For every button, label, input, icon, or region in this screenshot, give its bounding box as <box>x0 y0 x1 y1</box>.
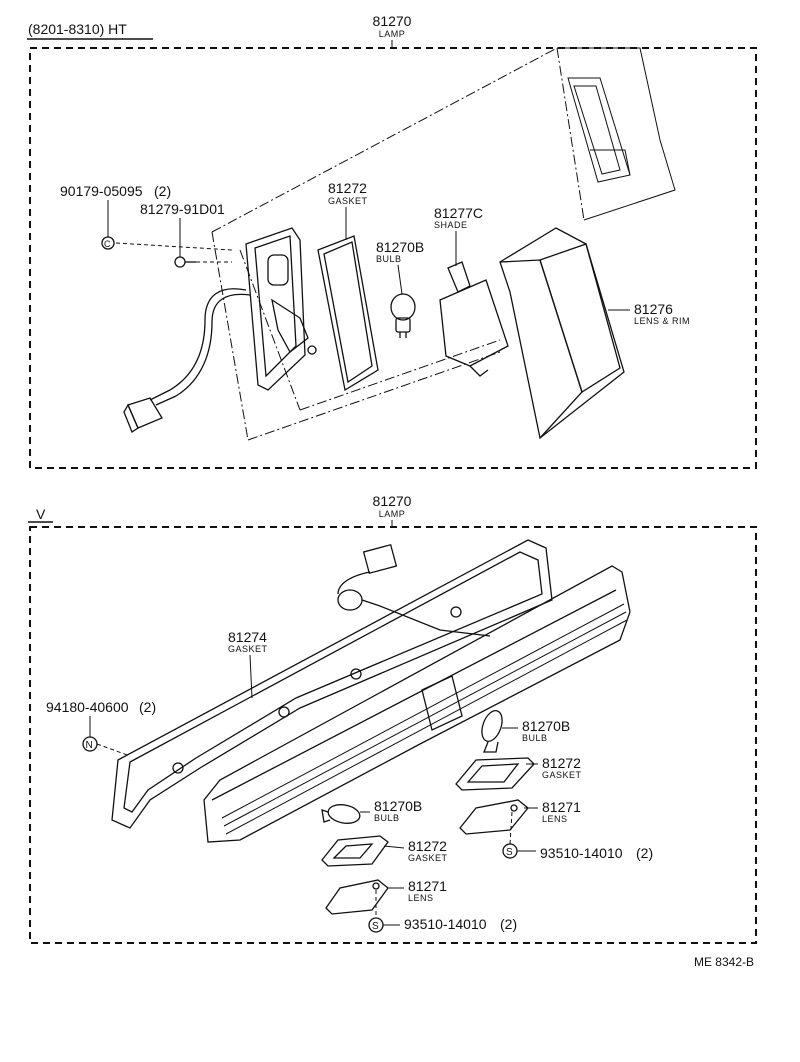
callout-81274-leader <box>249 654 253 699</box>
section-ht-header: (8201-8310) HT <box>28 21 127 37</box>
callout-81270b-left-part-no: 81270B <box>374 798 422 814</box>
callout-81272-name: GASKET <box>328 196 368 206</box>
callout-81276-part-no: 81276 <box>634 301 673 317</box>
section-ht: (8201-8310) HT 81270 LAMP C <box>27 13 757 469</box>
bulb-81270b-right <box>481 710 503 753</box>
screw-right-symbol-s: S <box>506 847 513 858</box>
gasket-81272-ht <box>317 235 379 392</box>
section-v-assembly-name: LAMP <box>379 509 406 519</box>
section-v-frame <box>29 526 757 944</box>
callout-81272-right-part-no: 81272 <box>542 755 581 771</box>
section-v: V 81270 LAMP <box>28 493 757 944</box>
callout-81271-right-name: LENS <box>542 814 568 824</box>
bulb-81270b-ht <box>390 293 416 338</box>
callout-81272-left-name: GASKET <box>408 853 448 863</box>
callout-81279-part-no: 81279-91D01 <box>140 201 225 217</box>
callout-81270b-part-no: 81270B <box>376 239 424 255</box>
screw-left-symbol-s: S <box>372 921 379 932</box>
callout-81270b-right-part-no: 81270B <box>522 718 570 734</box>
section-ht-assembly-part-no: 81270 <box>373 13 412 29</box>
section-v-assembly-part-no: 81270 <box>373 493 412 509</box>
shade-81277c <box>439 261 509 377</box>
callout-81272-left-part-no: 81272 <box>408 838 447 854</box>
callout-94180-part-no: 94180-40600 <box>46 699 129 715</box>
callout-81272-part-no: 81272 <box>328 180 367 196</box>
diagram-code: ME 8342-B <box>694 955 754 969</box>
callout-81277c-part-no: 81277C <box>434 205 483 221</box>
callout-81274-part-no: 81274 <box>228 629 267 645</box>
callout-81270b-left-name: BULB <box>374 813 400 823</box>
callout-81270b-right-name: BULB <box>522 733 548 743</box>
lamp-housing-ht <box>123 227 317 433</box>
callout-93510-left-qty: (2) <box>500 916 517 932</box>
clip-nut-symbol-c: C <box>104 239 111 249</box>
callout-81271-left-part-no: 81271 <box>408 878 447 894</box>
lens-81271-left <box>325 879 389 915</box>
callout-81274-name: GASKET <box>228 644 268 654</box>
body-outline <box>211 47 676 441</box>
bulb-81270b-left <box>321 804 361 824</box>
lens-81271-right <box>459 799 529 835</box>
connector-socket-v <box>337 543 491 637</box>
callout-94180-qty: (2) <box>139 699 156 715</box>
callout-90179-part-no: 90179-05095 <box>60 183 143 199</box>
callout-81271-right-part-no: 81271 <box>542 799 581 815</box>
gasket-81274 <box>111 539 553 829</box>
section-ht-assembly-name: LAMP <box>379 29 406 39</box>
callout-90179-qty: (2) <box>154 183 171 199</box>
lens-rim-81276 <box>499 227 625 440</box>
callout-81276-name: LENS & RIM <box>634 316 690 326</box>
callout-81277c-name: SHADE <box>434 220 468 230</box>
lamp-body-v <box>203 565 631 843</box>
nut-94180: N <box>82 736 131 757</box>
callout-81270b-leader <box>397 264 403 295</box>
screw-93510-right: S <box>502 811 518 859</box>
section-v-header: V <box>36 506 46 522</box>
callout-93510-left-part-no: 93510-14010 <box>404 916 487 932</box>
callout-81272-right-name: GASKET <box>542 770 582 780</box>
callout-81270b-name: BULB <box>376 254 402 264</box>
gasket-81272-right <box>455 757 535 791</box>
screw-81279 <box>174 256 232 268</box>
screw-93510-left: S <box>368 890 384 933</box>
callout-93510-right-qty: (2) <box>636 845 653 861</box>
callout-93510-right-part-no: 93510-14010 <box>540 845 623 861</box>
gasket-81272-left <box>321 835 389 867</box>
clip-nut-90179: C <box>101 236 233 251</box>
section-ht-frame <box>29 47 757 469</box>
nut-symbol-n: N <box>86 740 93 751</box>
callout-81272-left-leader <box>383 845 405 849</box>
callout-81271-left-name: LENS <box>408 893 434 903</box>
